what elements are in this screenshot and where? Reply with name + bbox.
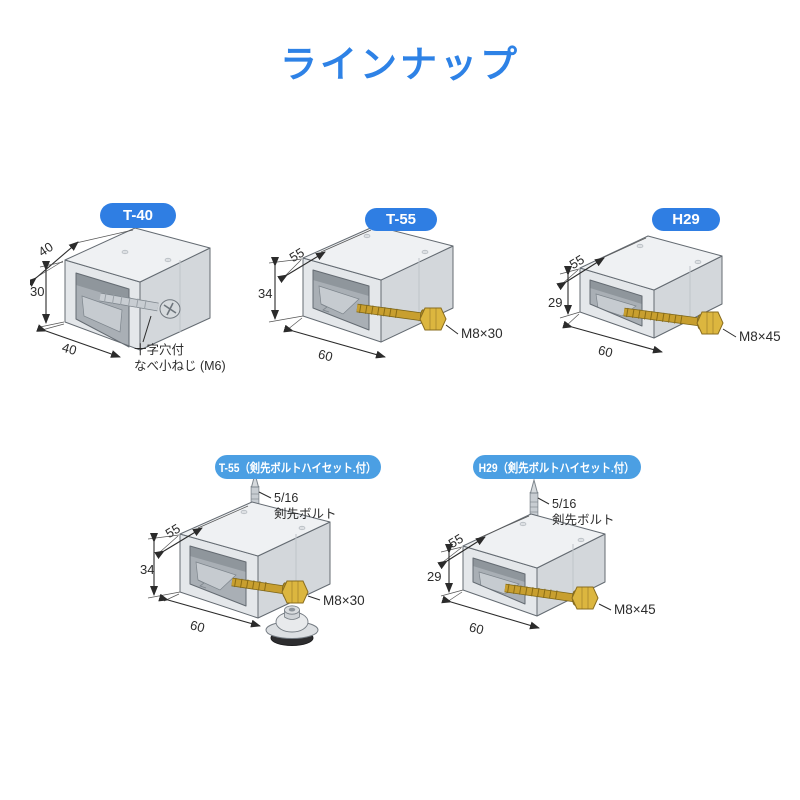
clamp-illustration-t55: 55 34 60 M8×30	[258, 225, 503, 364]
product-card-t55-hiset: T-55（剣先ボルトハイセット.付）	[140, 450, 400, 662]
hex-bolt	[356, 303, 447, 331]
adjuster-foot	[265, 605, 319, 646]
hex-bolt	[504, 583, 599, 610]
screw-annotation: 十字穴付 なべ小ねじ (M6)	[134, 315, 226, 373]
dim-bottom-label: 60	[468, 619, 486, 637]
dim-bottom-label: 60	[317, 346, 335, 364]
page-title: ラインナップ	[280, 44, 520, 85]
product-badge-label: H29（剣先ボルトハイセット.付）	[479, 460, 635, 475]
product-badge-label: T-40	[122, 207, 153, 224]
product-badge-t40: T-40	[100, 203, 176, 228]
screw-note-line1: 十字穴付	[134, 342, 184, 357]
clamp-body	[64, 227, 211, 351]
screw-note-line2: なべ小ねじ (M6)	[134, 359, 226, 373]
dim-bottom-label: 60	[189, 617, 207, 635]
product-badge-t55-hiset: T-55（剣先ボルトハイセット.付）	[215, 455, 381, 479]
hex-bolt	[231, 577, 309, 604]
product-badge-label: T-55（剣先ボルトハイセット.付）	[219, 460, 377, 475]
product-badge-label: H29	[672, 211, 700, 228]
dim-bottom-label: 60	[597, 342, 615, 360]
pan-head-screw	[99, 292, 181, 319]
dim-side-label: 34	[258, 286, 272, 301]
clamp-illustration-t40: 40 30 40 十字穴付 なべ小ねじ (M6)	[30, 227, 226, 373]
product-badge-t55: T-55	[365, 208, 437, 231]
spike-note-line2: 剣先ボルト	[552, 513, 615, 527]
dimensions: 40 30 40	[30, 229, 134, 358]
product-badge-h29-hiset: H29（剣先ボルトハイセット.付）	[473, 455, 641, 479]
bolt-size-label: M8×45	[614, 602, 656, 617]
bolt-size-label: M8×45	[739, 329, 781, 344]
product-card-h29-hiset: H29（剣先ボルトハイセット.付）	[415, 450, 675, 655]
dim-top-label: 40	[35, 239, 55, 259]
product-card-t55: T-55 55	[255, 200, 515, 375]
dimensions: 5/16 剣先ボルト 55 34 60 M8×30	[140, 491, 365, 635]
product-card-h29: H29 55	[540, 200, 798, 375]
dimensions: 55 29 60 M8×45	[548, 237, 781, 360]
dim-side-label: 30	[30, 284, 44, 299]
bolt-size-label: M8×30	[323, 593, 365, 608]
product-badge-h29: H29	[652, 208, 720, 231]
clamp-illustration-h29: 55 29 60 M8×45	[548, 235, 781, 360]
dim-side-label: 29	[427, 569, 441, 584]
dim-side-label: 29	[548, 295, 562, 310]
dim-side-label: 34	[140, 562, 154, 577]
spike-note-line1: 5/16	[552, 497, 576, 511]
clamp-illustration-h29-hiset: 5/16 剣先ボルト 55 29 60 M8×45	[427, 478, 656, 637]
spike-note-line1: 5/16	[274, 491, 298, 505]
dimensions: 5/16 剣先ボルト 55 29 60 M8×45	[427, 497, 656, 637]
dim-bottom-label: 40	[60, 340, 78, 358]
product-card-t40: T-40 40	[30, 200, 265, 375]
product-badge-label: T-55	[385, 211, 416, 228]
hex-bolt	[623, 307, 724, 335]
bolt-size-label: M8×30	[461, 326, 503, 341]
clamp-illustration-t55-hiset: 5/16 剣先ボルト 55 34 60 M8×30	[140, 472, 365, 646]
dim-top-label: 55	[163, 521, 183, 541]
dimensions: 55 34 60 M8×30	[258, 229, 503, 364]
spike-note-line2: 剣先ボルト	[274, 507, 337, 521]
